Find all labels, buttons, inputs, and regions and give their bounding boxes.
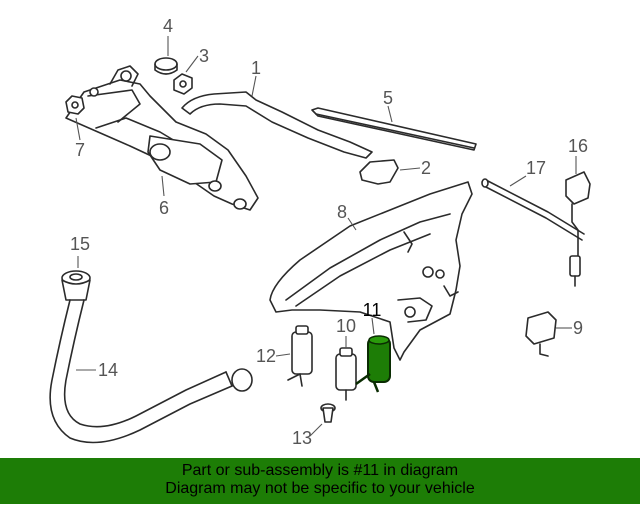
callout-7[interactable]: 7 <box>75 140 85 160</box>
diagram-notice-banner: Part or sub-assembly is #11 in diagram D… <box>0 458 640 504</box>
callout-2[interactable]: 2 <box>421 158 431 178</box>
nut-part-3[interactable] <box>173 73 193 95</box>
callout-14[interactable]: 14 <box>98 360 118 380</box>
callout-8[interactable]: 8 <box>337 202 347 222</box>
notice-line-part-number: Part or sub-assembly is #11 in diagram <box>181 462 459 479</box>
nut-part-7[interactable] <box>65 95 85 115</box>
callout-12[interactable]: 12 <box>256 346 276 366</box>
washer-pump-part-12[interactable] <box>287 325 313 387</box>
callout-6[interactable]: 6 <box>159 198 169 218</box>
clip-part-2[interactable] <box>359 159 399 185</box>
callout-11[interactable]: 11 <box>363 300 382 320</box>
wiper-blade-part-5[interactable] <box>311 107 477 151</box>
wiper-linkage-assembly[interactable] <box>65 65 259 211</box>
wiper-arm-part-1[interactable] <box>181 91 373 159</box>
leader-lines <box>75 36 577 437</box>
washer-pump-part-10[interactable] <box>335 347 357 401</box>
callout-1[interactable]: 1 <box>251 58 261 78</box>
callout-16[interactable]: 16 <box>568 136 588 156</box>
connector-part-16[interactable] <box>565 171 591 287</box>
callout-10[interactable]: 10 <box>336 316 356 336</box>
callout-17[interactable]: 17 <box>526 158 546 178</box>
parts-diagram: 4 3 1 5 2 6 7 8 9 10 11 12 13 14 15 16 1… <box>49 16 591 448</box>
washer-reservoir-part-8[interactable] <box>269 181 473 361</box>
callout-4[interactable]: 4 <box>163 16 173 36</box>
filler-cap-part-15[interactable] <box>61 270 91 301</box>
callout-labels: 4 3 1 5 2 6 7 8 9 10 11 12 13 14 15 16 1… <box>70 16 588 448</box>
sensor-part-9[interactable] <box>525 311 557 357</box>
callout-13[interactable]: 13 <box>292 428 312 448</box>
callout-3[interactable]: 3 <box>199 46 209 66</box>
notice-line-disclaimer: Diagram may not be specific to your vehi… <box>165 480 475 497</box>
callout-5[interactable]: 5 <box>383 88 393 108</box>
cap-part-4[interactable] <box>154 57 178 75</box>
callout-9[interactable]: 9 <box>573 318 583 338</box>
callout-15[interactable]: 15 <box>70 234 90 254</box>
filler-hose-part-14[interactable] <box>49 299 253 444</box>
grommet-part-13[interactable] <box>320 403 336 423</box>
hose-part-17[interactable] <box>481 178 585 241</box>
washer-pump-part-11-highlighted[interactable] <box>355 335 391 393</box>
